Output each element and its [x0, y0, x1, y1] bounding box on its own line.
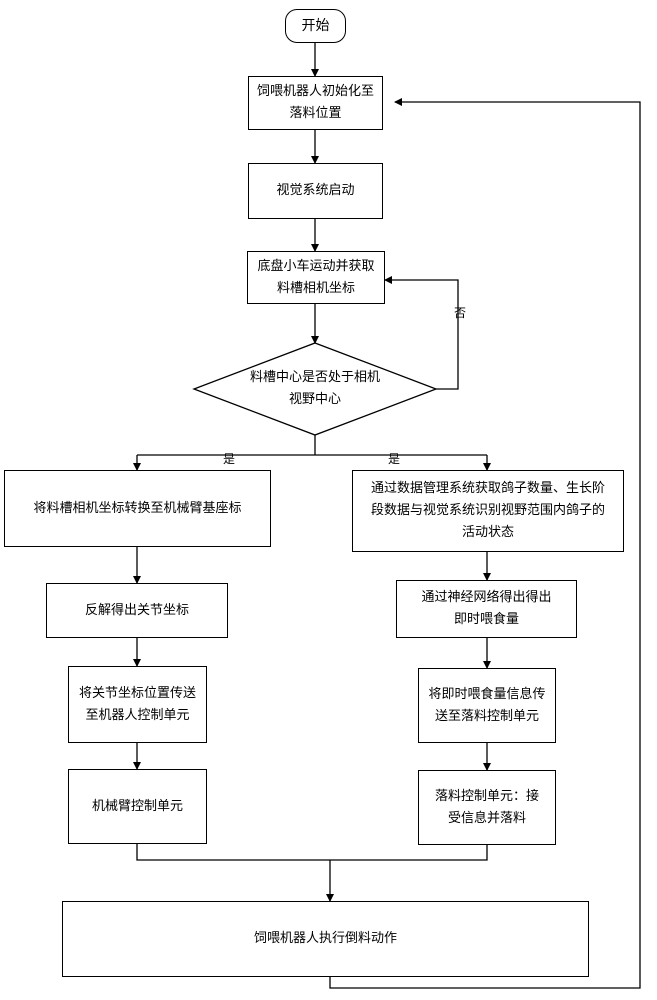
convert-coords-box: 将料槽相机坐标转换至机械臂基座标 [4, 470, 271, 547]
data-management-box: 通过数据管理系统获取鸽子数量、生长阶段数据与视觉系统识别视野范围内鸽子的活动状态 [352, 470, 624, 552]
start-node: 开始 [285, 9, 346, 43]
yes-right-label: 是 [387, 452, 400, 466]
arrow-no-loop [384, 276, 459, 390]
drop-control-box: 落料控制单元：接受信息并落料 [418, 770, 556, 845]
inverse-solve-box: 反解得出关节坐标 [46, 583, 228, 638]
arrow-return-loop [329, 98, 641, 989]
execute-box: 饲喂机器人执行倒料动作 [62, 901, 589, 977]
neural-network-box: 通过神经网络得出得出即时喂食量 [396, 580, 577, 638]
line-left-merge [136, 844, 330, 861]
line-right-merge [330, 845, 488, 861]
decision-text: 料槽中心是否处于相机视野中心 [249, 370, 380, 407]
init-box: 饲喂机器人初始化至落料位置 [248, 76, 383, 130]
no-label: 否 [453, 306, 466, 320]
chassis-box: 底盘小车运动并获取料槽相机坐标 [247, 251, 385, 304]
arm-control-box: 机械臂控制单元 [68, 769, 207, 844]
transmit-joint-box: 将关节坐标位置传送至机器人控制单元 [68, 666, 207, 743]
feed-info-box: 将即时喂食量信息传送至落料控制单元 [418, 668, 556, 743]
vision-box: 视觉系统启动 [248, 163, 383, 219]
yes-left-label: 是 [222, 452, 235, 466]
decision-diamond [192, 342, 438, 436]
